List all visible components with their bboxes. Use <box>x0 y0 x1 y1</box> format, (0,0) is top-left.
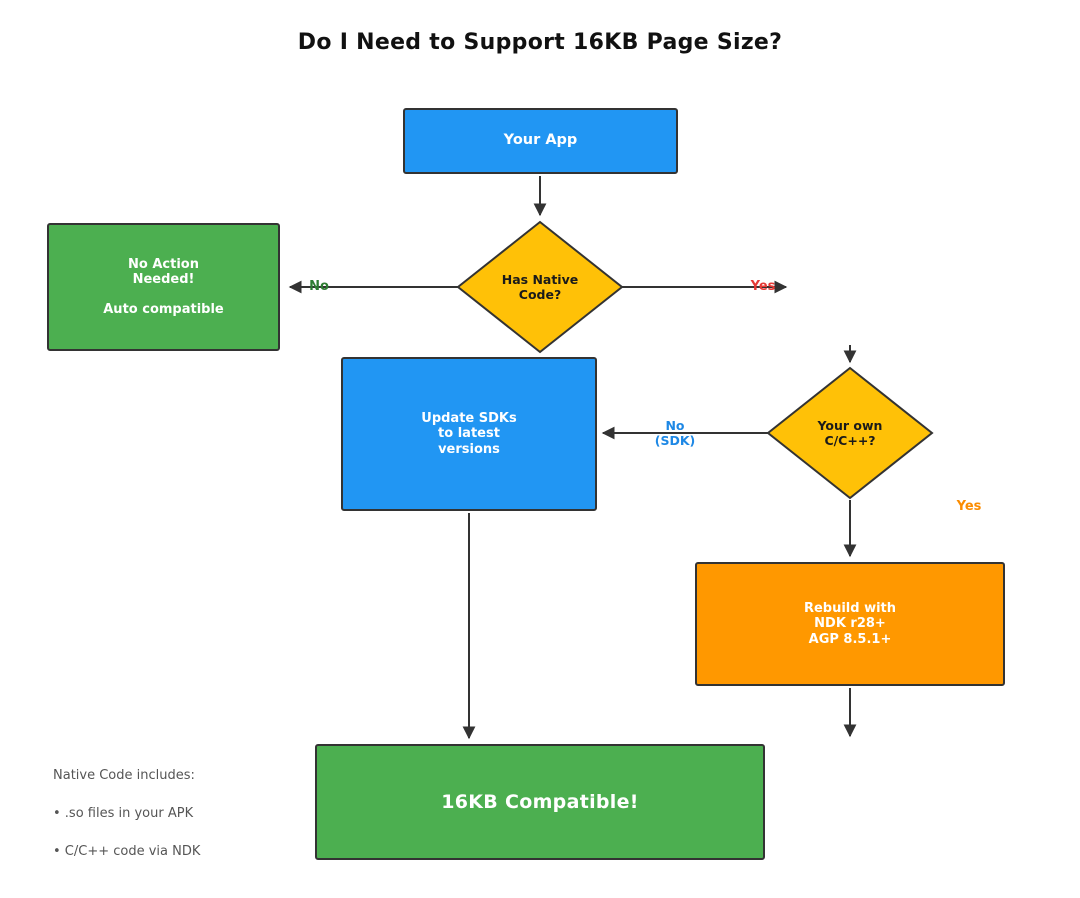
node-your-app: Your App <box>403 108 678 174</box>
decision-your-own-cpp-label: Your own C/C++? <box>788 418 912 448</box>
edge-label-yes: Yes <box>750 279 776 294</box>
node-rebuild-ndk: Rebuild with NDK r28+ AGP 8.5.1+ <box>695 562 1005 686</box>
edge-label-yes-2: Yes <box>956 499 982 514</box>
node-your-app-label: Your App <box>503 132 578 149</box>
node-line: AGP 8.5.1+ <box>808 631 892 647</box>
edge-label-line: No <box>665 418 685 433</box>
decision-has-native-code <box>456 220 624 354</box>
decision-label-line: Code? <box>518 287 562 302</box>
note-item: • .so files in your APK <box>53 806 194 821</box>
notes-heading: Native Code includes: <box>53 768 195 783</box>
edge-label-no-sdk: No (SDK) <box>643 418 707 448</box>
note-item: • C/C++ code via NDK <box>53 844 201 859</box>
node-16kb-compatible: 16KB Compatible! <box>315 744 765 860</box>
node-line: versions <box>438 441 500 457</box>
node-line: No Action <box>128 256 199 272</box>
edge-label-line: (SDK) <box>654 433 696 448</box>
decision-label-line: C/C++? <box>824 433 876 448</box>
node-16kb-compatible-label: 16KB Compatible! <box>441 790 639 813</box>
decision-has-native-code-label: Has Native Code? <box>478 272 602 302</box>
node-line: to latest <box>438 426 500 442</box>
decision-label-line: Has Native <box>501 272 579 287</box>
decision-your-own-cpp <box>766 366 934 500</box>
node-no-action-needed: No Action Needed! Auto compatible <box>47 223 280 351</box>
node-line: Rebuild with <box>803 600 897 616</box>
node-line: Update SDKs <box>421 410 517 426</box>
node-line: NDK r28+ <box>814 616 886 632</box>
decision-label-line: Your own <box>817 418 883 433</box>
page-title: Do I Need to Support 16KB Page Size? <box>297 30 783 55</box>
node-line: Needed! <box>132 272 195 288</box>
node-update-sdks: Update SDKs to latest versions <box>341 357 597 511</box>
node-line: Auto compatible <box>103 301 224 317</box>
edge-label-no: No <box>309 279 329 294</box>
